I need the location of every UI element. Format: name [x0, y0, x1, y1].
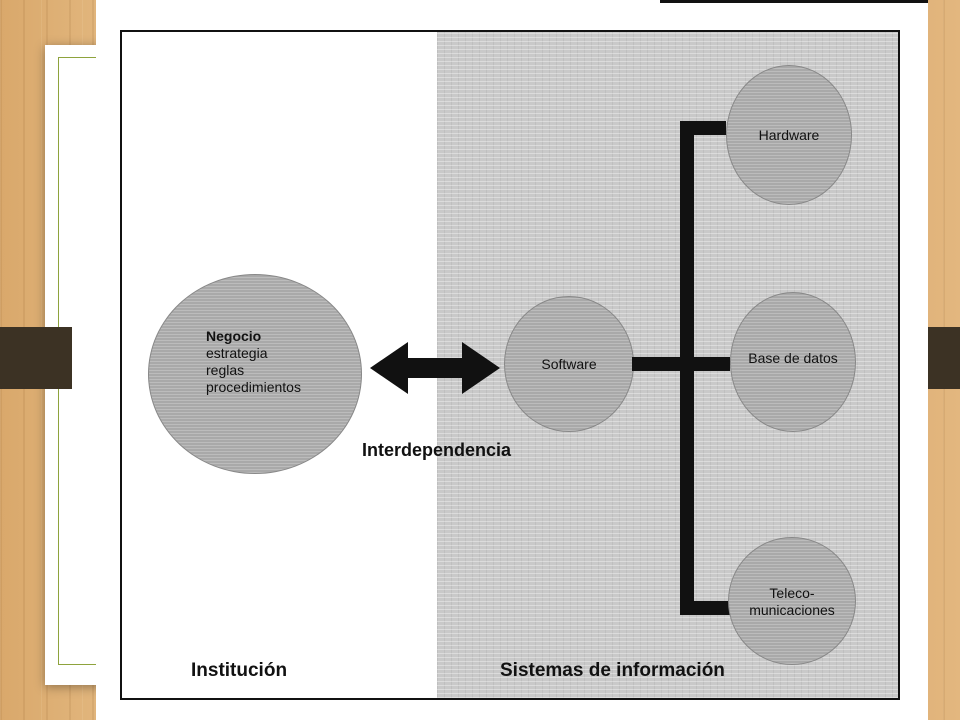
diagram-frame	[120, 30, 900, 700]
telecommunications-label-line1: Teleco-	[769, 585, 815, 601]
slide-accent-band-right	[927, 327, 960, 389]
slide-accent-band-left	[0, 327, 72, 389]
database-node	[730, 292, 856, 432]
telecom-connector	[680, 601, 732, 615]
scan-top-edge-line	[660, 0, 928, 3]
business-node-line-strategy: estrategia	[206, 345, 268, 361]
business-node-line-rules: reglas	[206, 362, 245, 378]
software-node-label: Software	[541, 356, 597, 372]
information-systems-label: Sistemas de información	[500, 660, 725, 681]
telecommunications-node-label: Teleco- municaciones	[728, 585, 856, 619]
institution-label: Institución	[191, 660, 288, 681]
business-node-title: Negocio	[206, 328, 262, 344]
interdependence-label: Interdependencia	[362, 440, 512, 460]
software-node	[504, 296, 634, 432]
hardware-node	[726, 65, 852, 205]
telecommunications-node	[728, 537, 856, 665]
business-node	[148, 274, 362, 474]
business-node-text: Negocio estrategia reglas procedimientos	[206, 328, 301, 396]
hardware-node-label: Hardware	[758, 127, 820, 143]
business-node-line-procedures: procedimientos	[206, 379, 301, 395]
telecommunications-label-line2: municaciones	[749, 602, 835, 618]
trunk-connector	[680, 121, 694, 615]
hardware-connector	[680, 121, 726, 135]
database-node-label: Base de datos	[748, 350, 838, 366]
interdependence-double-arrow	[370, 342, 500, 394]
